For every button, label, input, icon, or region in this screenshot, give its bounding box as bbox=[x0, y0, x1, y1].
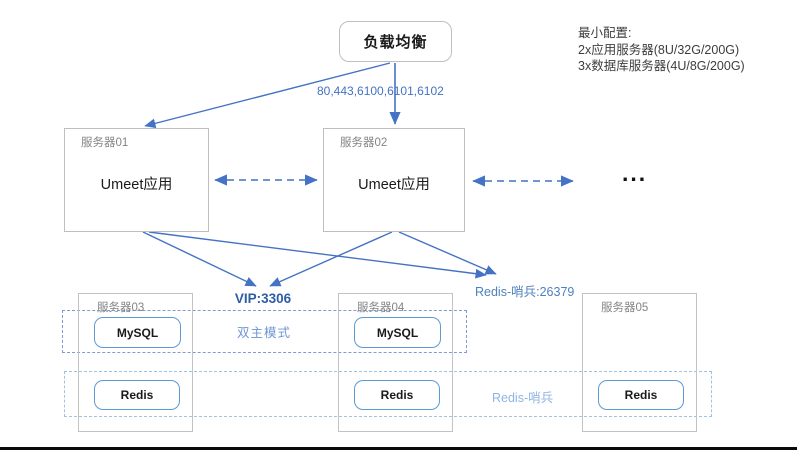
server03-name: 服务器03 bbox=[97, 302, 145, 314]
more-servers-ellipsis: ... bbox=[622, 160, 648, 186]
redis-sentinel-group-label: Redis-哨兵 bbox=[492, 391, 554, 405]
server02-box: 服务器02 Umeet应用 bbox=[323, 128, 465, 232]
server04-name: 服务器04 bbox=[357, 302, 405, 314]
server01-box: 服务器01 Umeet应用 bbox=[64, 128, 209, 232]
server03-redis-node: Redis bbox=[94, 380, 180, 410]
server04-mysql-node: MySQL bbox=[354, 317, 441, 348]
dual-master-mode-label: 双主模式 bbox=[237, 326, 292, 340]
server02-app-label: Umeet应用 bbox=[358, 177, 430, 193]
min-config-line: 最小配置: bbox=[578, 26, 632, 40]
min-config-line: 3x数据库服务器(4U/8G/200G) bbox=[578, 59, 745, 73]
server01-app-label: Umeet应用 bbox=[100, 177, 173, 193]
server05-box: 服务器05 Redis bbox=[582, 293, 697, 432]
arrow-lb-to-server01 bbox=[144, 62, 391, 129]
vip-label: VIP:3306 bbox=[234, 291, 292, 306]
server05-redis-node: Redis bbox=[598, 380, 684, 410]
server05-name: 服务器05 bbox=[601, 302, 649, 314]
arrow-server01-to-vip bbox=[142, 231, 257, 287]
server04-redis-node: Redis bbox=[354, 380, 440, 410]
mysql-dual-master-group-outline bbox=[62, 310, 467, 353]
server02-name: 服务器02 bbox=[340, 137, 388, 149]
server03-mysql-node: MySQL bbox=[94, 317, 181, 348]
arrow-server01-to-sentinel bbox=[148, 231, 487, 279]
lb-ports-label: 80,443,6100,6101,6102 bbox=[317, 84, 444, 98]
server04-box: 服务器04 MySQL Redis bbox=[338, 293, 453, 432]
arrow-server02-to-sentinel bbox=[398, 231, 497, 275]
redis-sentinel-group-outline bbox=[64, 371, 712, 417]
server03-box: 服务器03 MySQL Redis bbox=[78, 293, 193, 432]
arrow-server02-to-vip bbox=[269, 231, 393, 287]
min-config-note: 最小配置: 2x应用服务器(8U/32G/200G) 3x数据库服务器(4U/8… bbox=[578, 25, 745, 75]
bottom-divider-line bbox=[0, 447, 797, 450]
server01-name: 服务器01 bbox=[81, 137, 129, 149]
redis-sentinel-port-label: Redis-哨兵:26379 bbox=[475, 285, 575, 299]
load-balancer-node: 负载均衡 bbox=[339, 21, 452, 62]
min-config-line: 2x应用服务器(8U/32G/200G) bbox=[578, 42, 740, 57]
